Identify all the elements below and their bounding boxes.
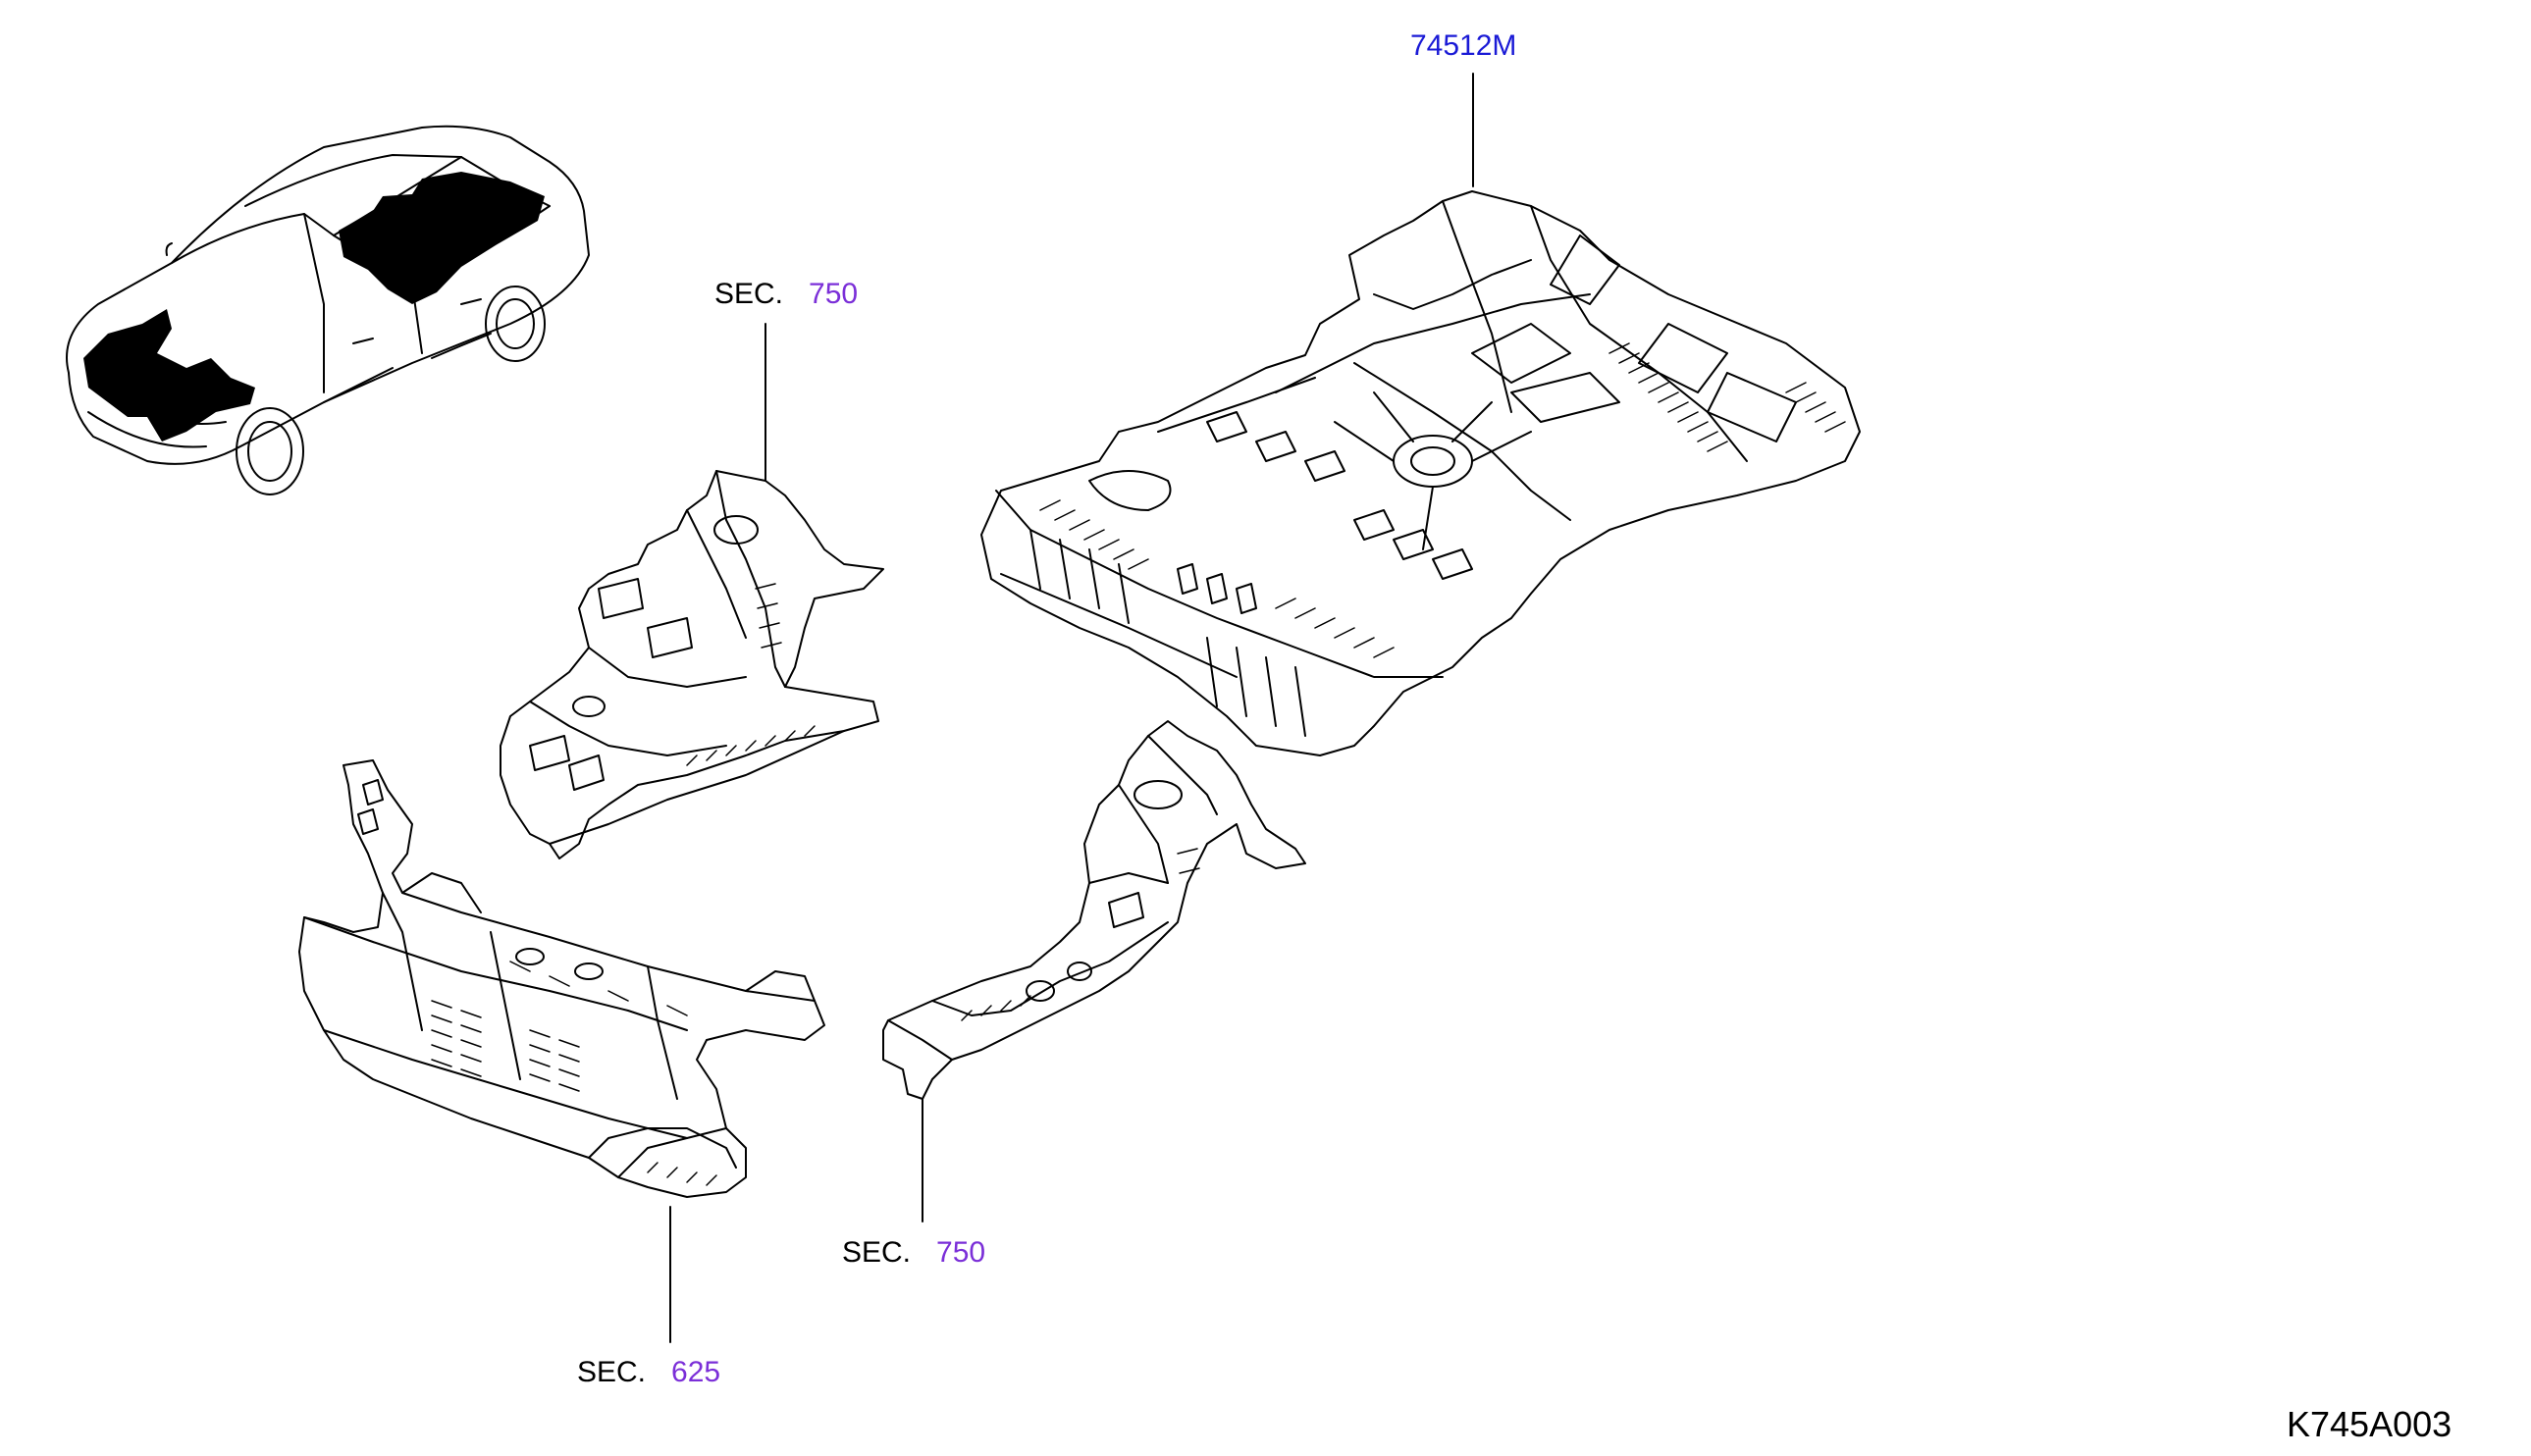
front-side-member-lower[interactable] <box>882 720 1306 1100</box>
radiator-core-support[interactable] <box>298 759 825 1198</box>
section-link-625[interactable]: 625 <box>671 1356 721 1388</box>
diagram-code: K745A003 <box>2287 1404 2452 1444</box>
section-prefix: SEC. <box>714 278 784 310</box>
section-link-750[interactable]: 750 <box>809 278 859 310</box>
section-prefix: SEC. <box>577 1356 647 1388</box>
part-number-link-74512M[interactable]: 74512M <box>1410 29 1517 62</box>
section-reference-750-upper: SEC. 750 <box>714 280 858 309</box>
section-link-750[interactable]: 750 <box>936 1236 986 1269</box>
section-reference-625: SEC. 625 <box>577 1358 720 1387</box>
section-prefix: SEC. <box>842 1236 912 1269</box>
front-side-member-upper[interactable] <box>500 470 884 859</box>
floor-panel-74512M[interactable] <box>980 190 1861 756</box>
section-reference-750-lower: SEC. 750 <box>842 1238 985 1268</box>
vehicle-overview <box>66 125 590 495</box>
